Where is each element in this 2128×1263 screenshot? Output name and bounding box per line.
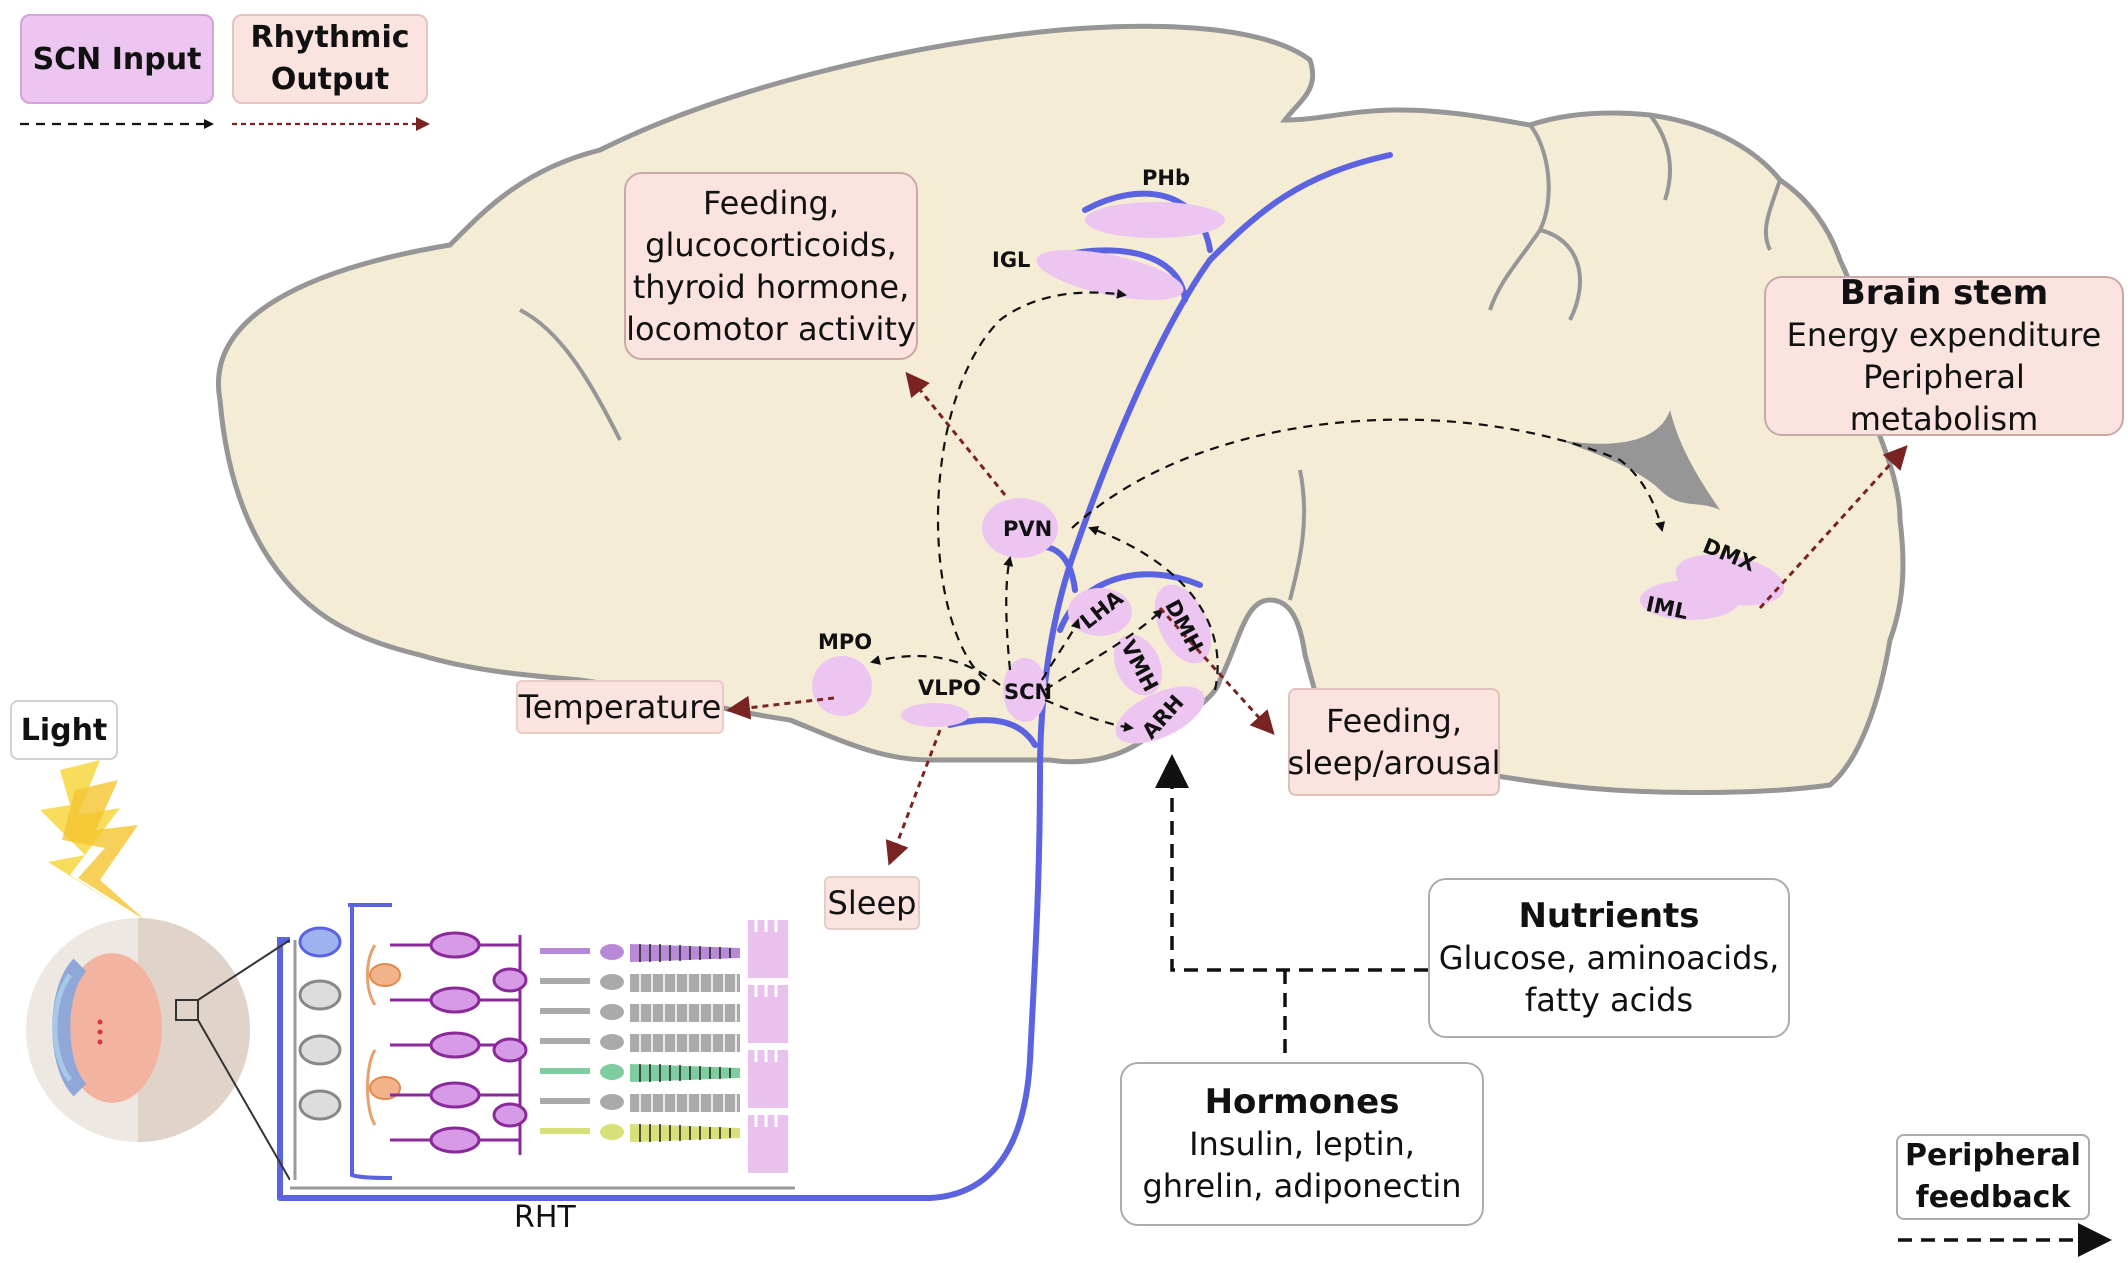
pvn-nucleus xyxy=(982,498,1058,558)
brain-stem-title: Brain stem xyxy=(1839,273,2049,313)
lha-nucleus xyxy=(1068,588,1132,636)
feeding-line-2: glucocorticoids, xyxy=(645,226,897,264)
rht-branch-vlpo xyxy=(947,717,1038,748)
feeding-line-3: thyroid hormone, xyxy=(632,268,910,306)
hormones-line-2: ghrelin, adiponectin xyxy=(1142,1167,1462,1205)
arrow-scn-to-mpo xyxy=(870,654,1001,686)
rht-main-tract xyxy=(277,257,1213,1201)
feeding-sleep-line-2: sleep/arousal xyxy=(1287,744,1501,782)
nutrients-box: Nutrients Glucose, aminoacids, fatty aci… xyxy=(1428,878,1790,1038)
nuclei xyxy=(812,202,1785,744)
pvn-label: PVN xyxy=(1003,517,1053,541)
peripheral-feedback-line-1: Peripheral xyxy=(1905,1138,2081,1173)
scn-nucleus xyxy=(1003,658,1047,722)
igl-label: IGL xyxy=(992,248,1031,272)
arrow-scn-to-igl xyxy=(936,288,1127,681)
vmh-nucleus xyxy=(1113,634,1163,696)
lightning-bolt-icon xyxy=(40,760,145,920)
nutrients-title: Nutrients xyxy=(1518,896,1700,936)
sulcus-brainstem xyxy=(1288,469,1307,601)
feeding-sleep-line-1: Feeding, xyxy=(1326,702,1462,740)
arh-nucleus xyxy=(1115,686,1205,744)
legend-rhythmic-output-label: Rhythmic Output xyxy=(250,20,410,97)
brain-stem-box: Brain stem Energy expenditure Peripheral… xyxy=(1764,273,2124,438)
arrow-scn-to-dmh xyxy=(1044,608,1164,691)
brain-stem-line-2: Peripheral metabolism xyxy=(1849,358,2039,438)
arrow-pvn-to-feeding xyxy=(905,371,1007,496)
scn-label: SCN xyxy=(1004,680,1053,704)
feeding-glucocorticoids-box: Feeding, glucocorticoids, thyroid hormon… xyxy=(624,172,918,360)
temperature-label: Temperature xyxy=(518,688,722,726)
legend-scn-input-label: SCN Input xyxy=(32,41,202,77)
arrow-dmh-to-pvn xyxy=(1088,525,1219,691)
arrow-scn-to-lha xyxy=(1041,618,1081,681)
arrow-scn-to-arh xyxy=(1044,698,1134,732)
feedback-main-line xyxy=(1155,754,1428,972)
nutrients-line-1: Glucose, aminoacids, xyxy=(1438,939,1780,977)
scn-input-arrows xyxy=(870,288,1666,732)
arrow-dmx-to-brainstem xyxy=(1758,445,1908,610)
brain-silhouette xyxy=(216,23,1906,795)
rht-label: RHT xyxy=(514,1200,576,1235)
dmh-nucleus xyxy=(1154,584,1212,664)
iml-nucleus xyxy=(1640,580,1740,620)
peripheral-feedback-legend: Peripheral feedback xyxy=(1896,1134,2090,1220)
light-label-box: Light xyxy=(10,700,118,760)
sulcus-cerebellar-c xyxy=(1539,228,1582,321)
hormones-line-1: Insulin, leptin, xyxy=(1189,1125,1415,1163)
mpo-nucleus xyxy=(812,656,872,716)
phb-nucleus xyxy=(1085,202,1225,238)
peripheral-feedback-line-2: feedback xyxy=(1915,1180,2071,1215)
nutrients-line-2: fatty acids xyxy=(1524,981,1694,1019)
rht-branch-phb xyxy=(1207,152,1393,263)
feeding-line-1: Feeding, xyxy=(703,184,839,222)
brain-stem-line-1: Energy expenditure xyxy=(1786,316,2102,354)
rhythmic-output-arrows xyxy=(726,371,1908,866)
igl-nucleus xyxy=(1036,249,1184,301)
arrow-vlpo-to-sleep xyxy=(885,729,942,866)
eye-icon xyxy=(26,918,291,1181)
feeding-line-4: locomotor activity xyxy=(626,310,916,348)
arrow-scn-to-pvn xyxy=(1003,556,1014,671)
hormones-title: Hormones xyxy=(1204,1082,1400,1122)
feeding-sleep-arousal-box: Feeding, sleep/arousal xyxy=(1287,688,1501,796)
temperature-box: Temperature xyxy=(516,680,724,734)
sleep-label: Sleep xyxy=(827,884,917,922)
cerebrum-cerebellum-outline xyxy=(216,23,1906,795)
peripheral-feedback-arrows xyxy=(1155,754,2112,1257)
vlpo-label: VLPO xyxy=(918,676,981,700)
legend-scn-input: SCN Input xyxy=(20,14,214,104)
arrow-pvn-to-dmx xyxy=(1071,418,1666,532)
legend-rhythmic-output: Rhythmic Output xyxy=(232,14,428,104)
retina-cells-icon xyxy=(290,903,795,1195)
arrow-dmh-to-feeding-sleep xyxy=(1158,606,1275,735)
sulcus-cerebellar-d xyxy=(1763,179,1782,251)
sulcus-cerebellar-b xyxy=(1648,113,1672,201)
light-label: Light xyxy=(20,712,108,748)
phb-label: PHb xyxy=(1142,166,1190,190)
vlpo-nucleus xyxy=(901,703,969,727)
sulcus-frontal xyxy=(519,308,622,441)
ventricle-shape xyxy=(1560,410,1720,510)
hormones-box: Hormones Insulin, leptin, ghrelin, adipo… xyxy=(1120,1062,1484,1226)
mpo-label: MPO xyxy=(818,630,873,654)
retina-bracket xyxy=(277,937,293,1201)
sleep-box: Sleep xyxy=(824,876,920,930)
